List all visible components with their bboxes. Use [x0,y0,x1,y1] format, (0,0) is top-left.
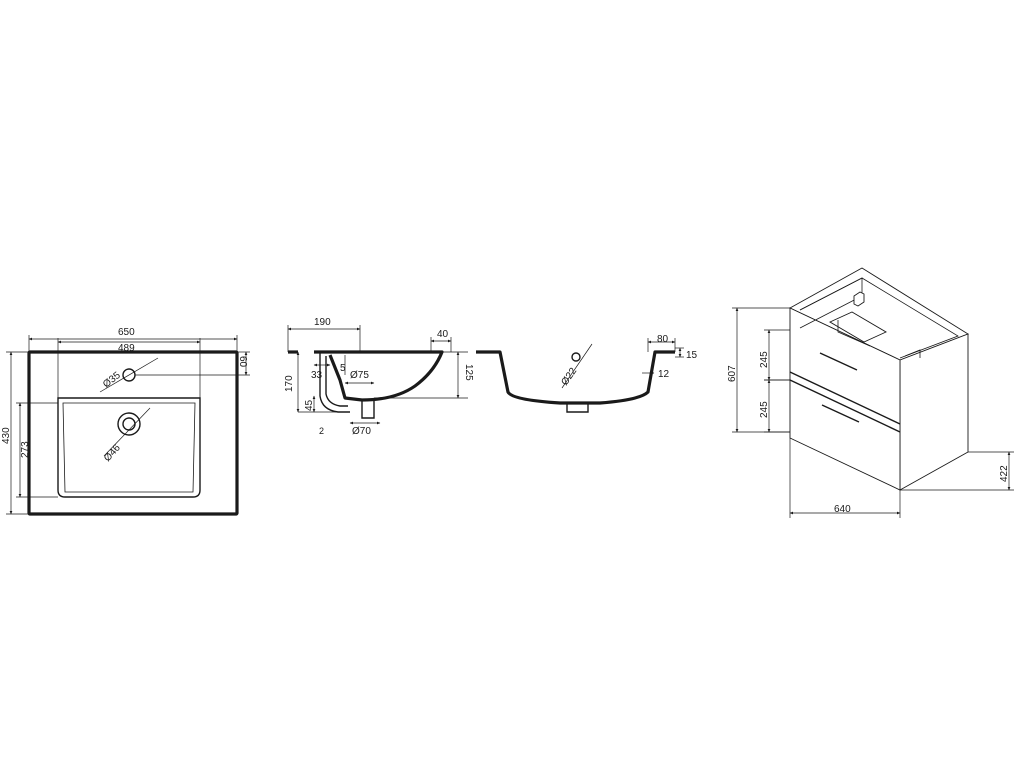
basin-outline [27,350,239,516]
basin-side-section: 190 40 170 125 33 5 Ø75 45 Ø70 2 [284,317,474,437]
dim-cabinet-640: 640 [834,504,851,515]
dim-front-15: 15 [686,350,698,361]
dim-front-80: 80 [657,334,669,345]
dim-cabinet-422: 422 [999,465,1010,482]
front-profile [476,350,675,405]
bowl-inner-line [62,402,196,493]
label-drain-dia: Ø46 [102,442,123,464]
dim-drawer-lower-245: 245 [759,401,770,418]
drawer-handle-upper [819,352,858,371]
drawer-handle-lower [821,404,860,423]
dim-tap-offset-60: 60 [237,356,248,368]
dim-side-45: 45 [304,399,315,411]
dim-side-125: 125 [463,364,474,381]
dim-cabinet-607: 607 [727,365,738,382]
dim-front-12: 12 [658,369,670,380]
side-profile [314,350,444,402]
label-tap-dia: Ø35 [101,370,123,391]
dim-depth-430: 430 [1,427,12,444]
drain-inner [122,417,136,431]
drain-leader [103,407,151,457]
cabinet-side [899,333,969,491]
label-side-d70: Ø70 [352,426,371,437]
dim-side-33: 33 [311,370,323,381]
dim-side-170: 170 [284,375,295,392]
dim-side-190: 190 [314,317,331,328]
label-front-d22: Ø22 [559,366,579,388]
basin-front-section: Ø22 80 15 12 [476,334,698,413]
drain-outer [117,412,141,436]
dim-side-40: 40 [437,329,449,340]
bowl-outline [57,397,201,498]
basin-top-view: 650 489 430 273 60 Ø35 Ø46 [1,327,250,516]
tap-leader [99,357,159,393]
label-side-d75: Ø75 [350,370,369,381]
dim-drawer-upper-245: 245 [759,351,770,368]
dim-bowl-273: 273 [20,441,31,458]
cabinet-isometric: 607 245 245 640 422 [727,267,1014,518]
drawer-divider [789,371,901,425]
dim-inner-489: 489 [118,343,135,354]
label-side-2: 2 [319,426,324,436]
dim-side-5: 5 [340,363,346,374]
dim-width-650: 650 [118,327,135,338]
